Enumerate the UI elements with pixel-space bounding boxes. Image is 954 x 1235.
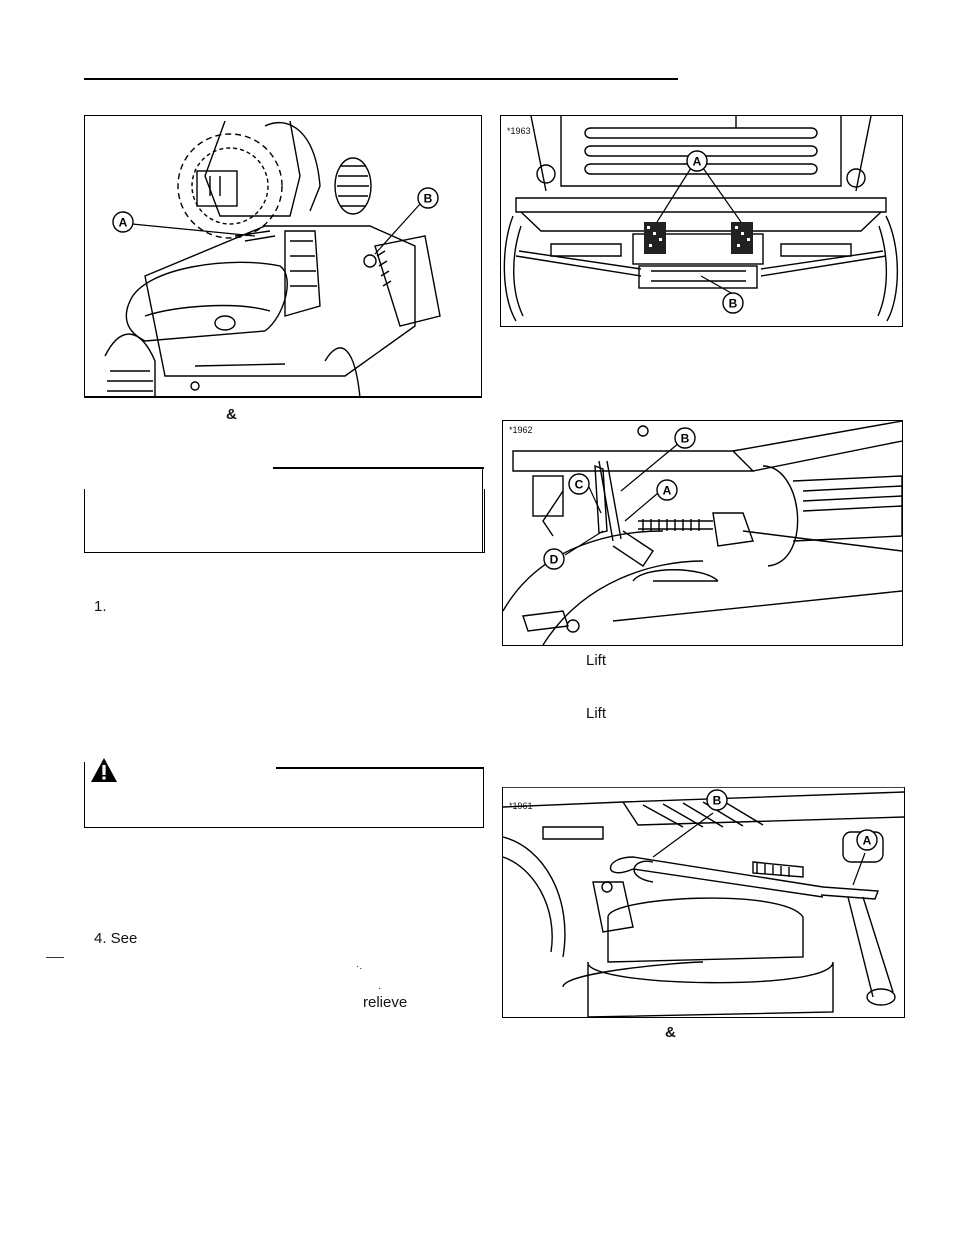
callout-b-marker: B [417,187,439,209]
figure-4-callouts: B A [706,789,878,851]
figure-4-caption-ampersand: & [665,1024,676,1041]
figure-2-number: *1963 [507,126,531,136]
callout-a-marker: A [686,150,708,172]
figure-3-callouts: B A C D [543,427,696,570]
callout-b-label: B [424,192,433,206]
warning-box-bottom-rule [84,827,484,828]
callout-b-marker: B [674,427,696,449]
callout-a-label: A [119,216,128,230]
scan-speck-2: · [378,983,382,994]
figure-1-caption-ampersand: & [226,406,237,423]
note-box-top-rule [273,467,484,469]
figure-2-drawing [503,116,899,322]
warning-box-right-edge [483,767,484,828]
figure-1-seat-area: A B [84,115,482,398]
callout-b-label: B [681,432,690,446]
scan-mark [46,957,64,958]
figure-1-bottom-rule [84,396,482,398]
callout-a-label: A [693,155,702,169]
figure-4-deck-belt: *1961 [502,787,905,1018]
callout-a-label: A [663,484,672,498]
scan-speck-1: ·. [356,961,363,972]
figure-2-callouts: A B [686,150,744,314]
figure-3-text-lift: Lift [586,705,607,722]
relieve-text: relieve [363,994,408,1011]
warning-box-top-rule [276,767,484,769]
callout-b-label: B [729,297,738,311]
warning-box-left-edge [84,762,85,828]
figure-3-caption-lift: Lift [586,652,607,669]
figure-3-lift-linkage: *1962 [502,420,903,646]
callout-b-label: B [713,794,722,808]
callout-a-marker: A [856,829,878,851]
note-box [84,489,485,553]
figure-2-front-view: *1963 [500,115,903,327]
callout-b-marker: B [706,789,728,811]
callout-b-marker: B [722,292,744,314]
callout-c-marker: C [568,473,590,495]
figure-1-callouts: A B [112,187,439,233]
step-1-number: 1. [94,598,107,615]
figure-1-drawing [104,120,441,398]
note-box-right-edge [482,467,483,553]
figure-3-number: *1962 [509,425,533,435]
warning-triangle-icon [90,757,118,783]
callout-d-marker: D [543,548,565,570]
callout-d-label: D [550,553,559,567]
callout-c-label: C [575,478,584,492]
callout-a-marker: A [656,479,678,501]
step-4-text: 4. See [94,930,138,947]
callout-a-label: A [863,834,872,848]
figure-3-drawing [503,421,902,645]
header-rule [84,78,678,80]
callout-a-marker: A [112,211,134,233]
